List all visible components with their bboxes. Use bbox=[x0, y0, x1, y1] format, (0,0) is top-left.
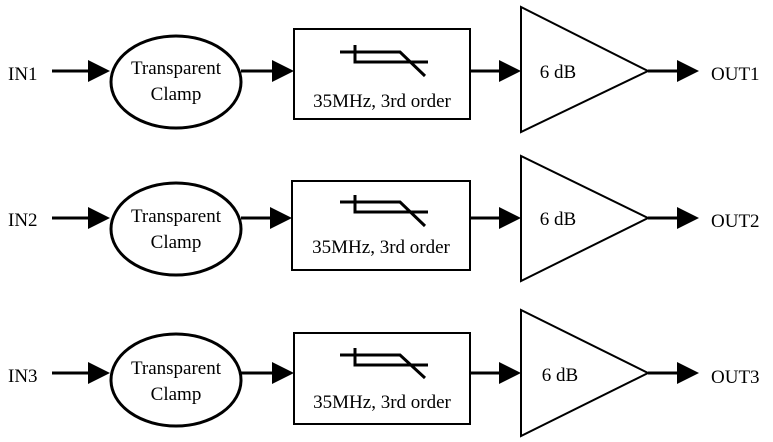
clamp-label-line-2: Clamp bbox=[151, 84, 202, 105]
gain-label: 6 dB bbox=[542, 365, 578, 386]
clamp-ellipse bbox=[109, 34, 243, 130]
channel-1: IN1 Transparent Clamp 35MHz, 3rd order 6… bbox=[8, 5, 760, 134]
arrowhead-icon bbox=[677, 207, 699, 229]
arrowhead-icon bbox=[272, 60, 294, 82]
lowpass-filter-icon bbox=[340, 195, 428, 228]
lowpass-filter-block: 35MHz, 3rd order bbox=[293, 332, 471, 425]
clamp-label-line-1: Transparent bbox=[131, 58, 222, 79]
arrowhead-icon bbox=[499, 60, 521, 82]
arrowhead-icon bbox=[272, 362, 294, 384]
arrowhead-icon bbox=[499, 362, 521, 384]
arrowhead-icon bbox=[270, 207, 292, 229]
amplifier-block: 6 dB bbox=[520, 154, 651, 283]
clamp-ellipse bbox=[109, 181, 243, 277]
lowpass-filter-block: 35MHz, 3rd order bbox=[293, 28, 471, 120]
lowpass-filter-block: 35MHz, 3rd order bbox=[291, 180, 471, 271]
transparent-clamp-block: Transparent Clamp bbox=[109, 332, 243, 428]
amplifier-block: 6 dB bbox=[520, 308, 651, 438]
channel-3: IN3 Transparent Clamp 35MHz, 3rd order 6… bbox=[8, 308, 760, 438]
clamp-label-line-1: Transparent bbox=[131, 358, 222, 379]
lowpass-filter-icon bbox=[340, 45, 428, 78]
input-label: IN3 bbox=[8, 366, 38, 387]
filter-spec-label: 35MHz, 3rd order bbox=[313, 392, 451, 413]
filter-box bbox=[293, 332, 471, 425]
amplifier-triangle-icon bbox=[520, 308, 651, 438]
amplifier-triangle-icon bbox=[520, 154, 651, 283]
lowpass-filter-icon bbox=[340, 348, 428, 380]
filter-box bbox=[293, 28, 471, 120]
arrowhead-icon bbox=[88, 362, 110, 384]
output-label: OUT1 bbox=[711, 64, 760, 85]
clamp-label-line-2: Clamp bbox=[151, 384, 202, 405]
filter-spec-label: 35MHz, 3rd order bbox=[312, 237, 450, 258]
arrowhead-icon bbox=[499, 207, 521, 229]
amplifier-triangle-icon bbox=[520, 5, 651, 134]
gain-label: 6 dB bbox=[540, 62, 576, 83]
filter-spec-label: 35MHz, 3rd order bbox=[313, 91, 451, 112]
arrowhead-icon bbox=[88, 60, 110, 82]
transparent-clamp-block: Transparent Clamp bbox=[109, 181, 243, 277]
arrowhead-icon bbox=[677, 362, 699, 384]
arrowhead-icon bbox=[88, 207, 110, 229]
amplifier-block: 6 dB bbox=[520, 5, 651, 134]
input-label: IN1 bbox=[8, 64, 38, 85]
filter-box bbox=[291, 180, 471, 271]
input-label: IN2 bbox=[8, 210, 38, 231]
transparent-clamp-block: Transparent Clamp bbox=[109, 34, 243, 130]
gain-label: 6 dB bbox=[540, 209, 576, 230]
arrowhead-icon bbox=[677, 60, 699, 82]
output-label: OUT3 bbox=[711, 367, 760, 388]
channel-2: IN2 Transparent Clamp 35MHz, 3rd order 6… bbox=[8, 154, 760, 283]
output-label: OUT2 bbox=[711, 211, 760, 232]
clamp-label-line-2: Clamp bbox=[151, 232, 202, 253]
clamp-label-line-1: Transparent bbox=[131, 206, 222, 227]
clamp-ellipse bbox=[109, 332, 243, 428]
